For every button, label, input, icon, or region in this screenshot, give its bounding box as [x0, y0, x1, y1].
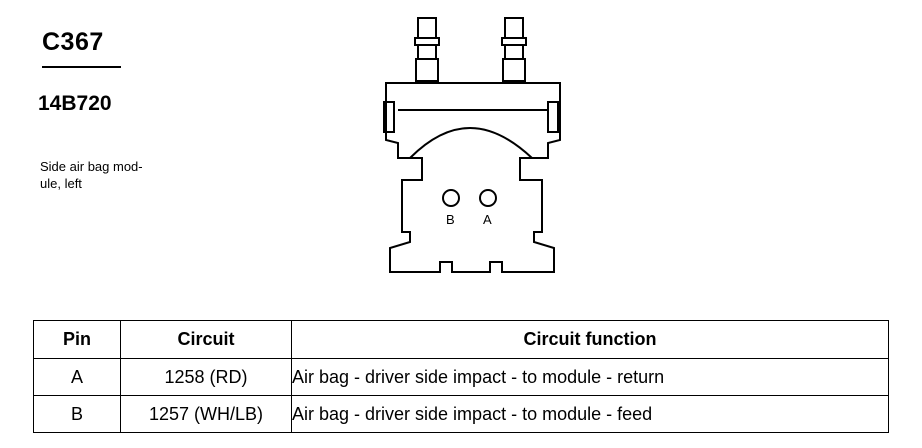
connector-face-drawing: B A	[383, 17, 561, 273]
cell-circuit-function: Air bag - driver side impact - to module…	[291, 395, 889, 433]
pin-hole-b	[442, 189, 460, 207]
pin-hole-a	[479, 189, 497, 207]
connector-id-underline	[42, 66, 121, 68]
pinout-table: Pin Circuit Circuit function A 1258 (RD)…	[33, 320, 889, 433]
connector-id: C367	[42, 28, 104, 56]
cell-circuit-function: Air bag - driver side impact - to module…	[291, 358, 889, 396]
connector-lower-body	[389, 157, 555, 273]
connector-description: Side air bag mod- ule, left	[40, 158, 190, 192]
terminal-post-left	[414, 17, 440, 82]
pin-label-b: B	[446, 212, 455, 227]
table-header-row: Pin Circuit Circuit function	[33, 320, 889, 359]
cell-circuit: 1258 (RD)	[120, 358, 292, 396]
part-number: 14B720	[38, 92, 112, 115]
latch-left	[383, 101, 395, 133]
table-row: B 1257 (WH/LB) Air bag - driver side imp…	[33, 395, 889, 433]
description-text: Side air bag mod- ule, left	[40, 159, 143, 191]
table-row: A 1258 (RD) Air bag - driver side impact…	[33, 358, 889, 396]
header-circuit-function: Circuit function	[291, 320, 889, 359]
connector-top-body	[385, 82, 561, 159]
header-pin: Pin	[33, 320, 121, 359]
cell-pin: A	[33, 358, 121, 396]
latch-right	[547, 101, 559, 133]
header-circuit: Circuit	[120, 320, 292, 359]
pin-label-a: A	[483, 212, 492, 227]
cell-pin: B	[33, 395, 121, 433]
terminal-post-right	[501, 17, 527, 82]
cell-circuit: 1257 (WH/LB)	[120, 395, 292, 433]
